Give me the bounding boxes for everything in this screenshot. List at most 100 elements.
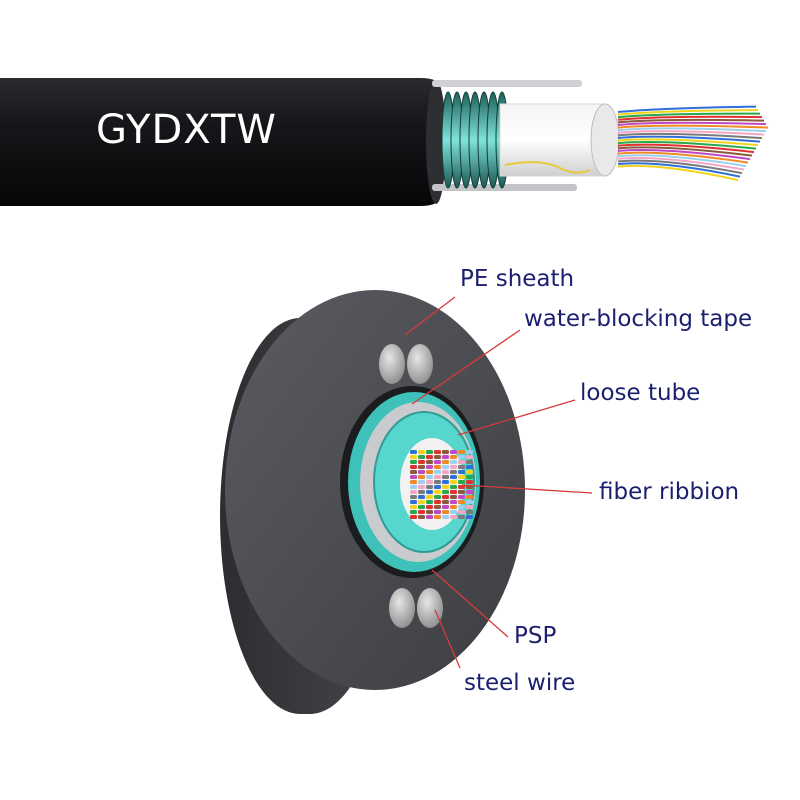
fiber-ribbon-cell	[426, 480, 433, 484]
fiber-ribbon-cell	[466, 480, 473, 484]
fiber-strand	[617, 159, 743, 175]
fiber-ribbon-cell	[410, 490, 417, 494]
fiber-ribbon-cell	[442, 480, 449, 484]
fiber-ribbon-cell	[450, 485, 457, 489]
fiber-ribbon-cell	[434, 505, 441, 509]
fiber-ribbon-cell	[458, 490, 465, 494]
fiber-ribbon-cell	[410, 485, 417, 489]
fiber-ribbon-cell	[418, 465, 425, 469]
fiber-strand	[617, 109, 759, 116]
fiber-ribbon-cell	[450, 480, 457, 484]
fiber-ribbon-cell	[410, 495, 417, 499]
steel-wire-pair-top	[379, 344, 433, 384]
fiber-ribbon-cell	[466, 455, 473, 459]
fiber-ribbon-cell	[458, 515, 465, 519]
fiber-ribbon-cell	[450, 450, 457, 454]
fiber-ribbon-cell	[410, 465, 417, 469]
label-steel-wire: steel wire	[464, 670, 576, 696]
fiber-ribbon-cell	[458, 505, 465, 509]
fiber-strand	[617, 149, 751, 161]
corrugated-armor	[441, 91, 509, 189]
fiber-ribbon-cell	[458, 465, 465, 469]
fiber-ribbon-cell	[418, 475, 425, 479]
fiber-strand	[617, 127, 767, 133]
fiber-ribbon-cell	[418, 480, 425, 484]
fiber-ribbon-cell	[434, 515, 441, 519]
fiber-ribbon-cell	[442, 490, 449, 494]
fiber-ribbon-cell	[442, 455, 449, 459]
fiber-ribbon-cell	[426, 490, 433, 494]
fiber-ribbon-cell	[426, 475, 433, 479]
fiber-ribbon-cell	[434, 450, 441, 454]
fiber-strand	[617, 118, 765, 124]
fiber-ribbon-cell	[458, 510, 465, 514]
fiber-ribbon-cell	[466, 505, 473, 509]
fiber-ribbon-cell	[458, 480, 465, 484]
fiber-ribbon-cell	[442, 485, 449, 489]
label-water-blocking-tape: water-blocking tape	[524, 306, 753, 332]
fiber-ribbon-cell	[450, 510, 457, 514]
fiber-ribbon-cell	[434, 495, 441, 499]
fiber-ribbon-cell	[426, 460, 433, 464]
fiber-strand	[617, 151, 749, 164]
fiber-ribbon-cell	[450, 465, 457, 469]
leader-pe-sheath	[404, 296, 456, 336]
leader-steel-wire	[434, 609, 461, 669]
fiber-ribbon-cell	[434, 465, 441, 469]
fiber-ribbon-cell	[426, 500, 433, 504]
fiber-ribbon-cell	[434, 470, 441, 474]
fiber-strand	[617, 135, 761, 143]
fiber-ribbon-cell	[410, 455, 417, 459]
fiber-ribbon-cell	[458, 500, 465, 504]
fiber-ribbon-cell	[426, 455, 433, 459]
fiber-strand	[617, 138, 759, 147]
fiber-ribbon-cell	[418, 460, 425, 464]
fiber-ribbon-cell	[450, 460, 457, 464]
jacket-cut-edge	[426, 80, 446, 204]
fiber-ribbon-cell	[410, 450, 417, 454]
fiber-ribbon-cell	[450, 490, 457, 494]
fiber-strand	[617, 162, 741, 178]
fiber-ribbon-stack	[410, 450, 473, 519]
fiber-ribbon-cell	[442, 470, 449, 474]
fiber-ribbon-cell	[442, 500, 449, 504]
fiber-ribbon-cell	[426, 495, 433, 499]
fiber-ribbon-cell	[418, 510, 425, 514]
fiber-ribbon-cell	[434, 480, 441, 484]
fiber-ribbon-cell	[426, 510, 433, 514]
fiber-ribbon-cell	[426, 450, 433, 454]
cable-model-label: GYDXTW	[96, 107, 277, 153]
fiber-ribbon-cell	[426, 470, 433, 474]
fiber-ribbon-cell	[410, 475, 417, 479]
fiber-ribbon-cell	[410, 500, 417, 504]
cable-cross-section	[220, 290, 593, 714]
fiber-ribbon-cell	[410, 480, 417, 484]
fiber-ribbon-cell	[442, 465, 449, 469]
fiber-ribbon-cell	[466, 500, 473, 504]
fiber-ribbon-cell	[458, 475, 465, 479]
fiber-ribbon-cell	[466, 515, 473, 519]
fanned-fibers	[617, 105, 769, 182]
fiber-ribbon-cell	[418, 450, 425, 454]
fiber-ribbon-cell	[434, 460, 441, 464]
fiber-ribbon-cell	[466, 460, 473, 464]
fiber-ribbon-cell	[442, 515, 449, 519]
fiber-strand	[617, 105, 757, 113]
fiber-strand	[617, 164, 739, 182]
fiber-ribbon-cell	[450, 500, 457, 504]
fiber-ribbon-cell	[466, 495, 473, 499]
fiber-ribbon-cell	[410, 470, 417, 474]
fiber-strand	[617, 121, 767, 126]
fiber-ribbon-cell	[450, 475, 457, 479]
label-pe-sheath: PE sheath	[460, 266, 575, 292]
fiber-ribbon-cell	[426, 515, 433, 519]
fiber-ribbon-cell	[426, 465, 433, 469]
fiber-ribbon-cell	[450, 515, 457, 519]
fiber-ribbon-cell	[418, 500, 425, 504]
label-loose-tube: loose tube	[580, 380, 701, 406]
fiber-ribbon-cell	[434, 490, 441, 494]
fiber-strand	[617, 112, 761, 119]
fiber-ribbon-cell	[418, 455, 425, 459]
fiber-ribbon-cell	[442, 460, 449, 464]
fiber-ribbon-cell	[466, 475, 473, 479]
